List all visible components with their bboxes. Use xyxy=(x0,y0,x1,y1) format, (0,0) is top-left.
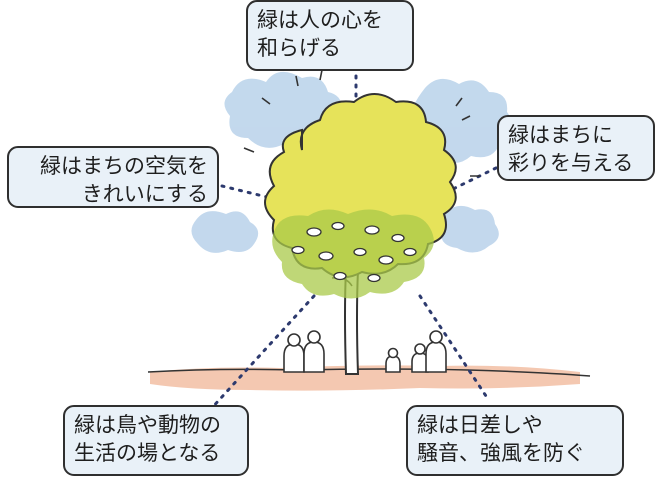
sky-wash xyxy=(191,71,512,253)
connector-bottom-right xyxy=(418,294,488,398)
callout-line: きれいにする xyxy=(81,182,208,206)
connector-bottom-left xyxy=(208,294,316,412)
tree-foliage xyxy=(264,93,457,299)
callout-line: 緑は鳥や動物の xyxy=(74,413,221,437)
people-left xyxy=(283,330,325,373)
callout-line: 緑は日差しや xyxy=(417,413,543,437)
callout-line: 生活の場となる xyxy=(74,441,221,465)
callout-line: 騒音、強風を防ぐ xyxy=(417,441,585,465)
callout-line: 彩りを与える xyxy=(508,151,634,175)
callout-line: 緑は人の心を xyxy=(257,8,383,32)
people-right xyxy=(385,330,447,373)
ground xyxy=(150,365,580,391)
callout-clean-air: 緑はまちの空気を きれいにする xyxy=(7,146,219,208)
ground-line xyxy=(147,368,591,377)
sketch-ticks xyxy=(243,69,480,177)
callout-calming-hearts: 緑は人の心を 和らげる xyxy=(246,0,414,71)
callout-line: 緑はまちの空気を xyxy=(40,154,208,178)
callout-line: 緑はまちに xyxy=(508,123,613,147)
callout-wildlife-habitat: 緑は鳥や動物の 生活の場となる xyxy=(63,405,249,476)
callout-add-color: 緑はまちに 彩りを与える xyxy=(497,115,655,181)
callout-line: 和らげる xyxy=(257,36,341,60)
callout-shade-and-protection: 緑は日差しや 騒音、強風を防ぐ xyxy=(406,405,624,476)
